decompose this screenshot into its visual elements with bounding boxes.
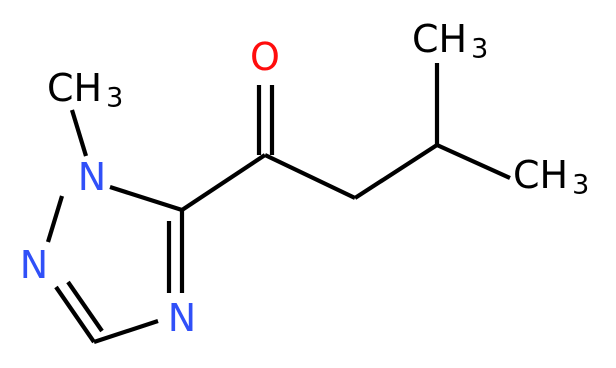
top-methyl-label: CH 3	[412, 17, 488, 65]
n-methyl-group-text: CH	[47, 66, 102, 110]
bond-n1-n2	[45, 195, 65, 243]
n-methyl-label: CH 3	[47, 66, 123, 114]
top-methyl-group-text: CH	[412, 17, 467, 61]
top-methyl-subscript-text: 3	[471, 34, 488, 65]
bond-layer	[45, 63, 511, 344]
bond-c3-n4	[93, 319, 159, 344]
bond-n2-c3	[54, 285, 96, 344]
bond-n1-methyl	[69, 109, 89, 157]
n-methyl-subscript-text: 3	[106, 83, 123, 114]
bond-n1-c5	[109, 184, 183, 213]
bond-ch-right-methyl	[436, 143, 511, 180]
right-methyl-subscript-text: 3	[572, 170, 589, 201]
atom-label-layer: CH 3 N N N O CH 3 CH 3	[20, 17, 590, 340]
bond-carbonyl-ch2	[264, 153, 356, 200]
atom-n1-label: N	[78, 155, 106, 199]
atom-oxygen-label: O	[250, 35, 280, 79]
right-methyl-group-text: CH	[513, 153, 568, 197]
bond-c5-carbonyl	[180, 153, 267, 212]
atom-n4-label: N	[168, 296, 196, 340]
atom-n2-label: N	[20, 243, 48, 287]
bond-ch2-ch	[353, 143, 439, 200]
right-methyl-label: CH 3	[513, 153, 589, 201]
bond-n2-c3-inner	[66, 280, 104, 333]
